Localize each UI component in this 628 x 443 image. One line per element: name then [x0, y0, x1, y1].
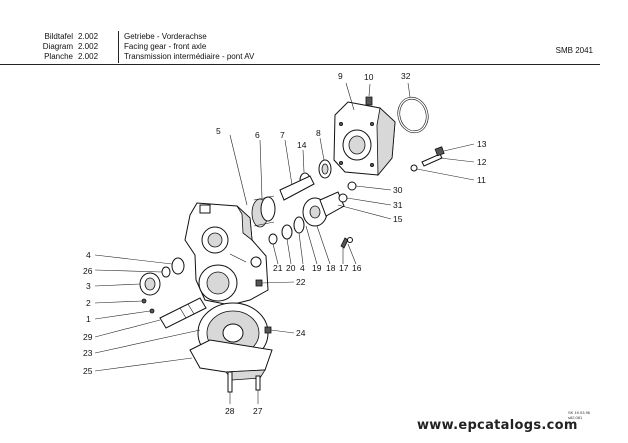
label-26: 26 — [83, 266, 93, 276]
header-code-3: 2.002 — [78, 52, 99, 61]
header-text-de: Getriebe - Vorderachse — [124, 32, 207, 41]
label-3: 3 — [86, 281, 91, 291]
screw-1 — [149, 308, 155, 314]
gasket-ring — [397, 96, 429, 134]
label-15: 15 — [393, 214, 403, 224]
leader-lines — [94, 82, 475, 404]
label-8: 8 — [316, 128, 321, 138]
label-31: 31 — [393, 200, 403, 210]
header-label-2: Diagram — [42, 42, 73, 51]
label-4-right: 4 — [300, 263, 305, 273]
label-13: 13 — [477, 139, 487, 149]
shaft-7 — [279, 175, 315, 201]
header-code-1: 2.002 — [78, 32, 99, 41]
label-24: 24 — [296, 328, 306, 338]
ring-26 — [161, 266, 171, 278]
gear-6 — [251, 195, 276, 228]
header-code-2: 2.002 — [78, 42, 99, 51]
label-11: 11 — [477, 175, 486, 185]
label-5: 5 — [216, 126, 221, 136]
note-date: SK 19.03.96 — [568, 410, 591, 415]
washer-17 — [347, 237, 353, 243]
header-text-en: Facing gear - front axle — [124, 42, 207, 51]
flange-18 — [302, 191, 345, 227]
screw-24 — [264, 326, 272, 334]
bearing-4-left — [171, 257, 185, 275]
label-17: 17 — [339, 263, 349, 273]
seal-30 — [347, 181, 357, 191]
screw-16 — [340, 237, 349, 249]
label-16: 16 — [352, 263, 362, 273]
label-22: 22 — [296, 277, 306, 287]
label-2: 2 — [86, 298, 91, 308]
label-25: 25 — [83, 366, 93, 376]
label-27: 27 — [253, 406, 263, 416]
header-label-1: Bildtafel — [44, 32, 73, 41]
screw-27 — [255, 375, 261, 391]
label-6: 6 — [255, 130, 260, 140]
label-29: 29 — [83, 332, 93, 342]
label-23: 23 — [83, 348, 93, 358]
header-rule — [0, 64, 600, 65]
ring-21 — [268, 233, 278, 245]
label-10: 10 — [364, 72, 374, 82]
screw-28 — [227, 371, 233, 393]
label-20: 20 — [286, 263, 296, 273]
drawing-notes: SK 19.03.96 s82.081 — [568, 410, 590, 420]
screw-22 — [255, 279, 263, 287]
label-28: 28 — [225, 406, 235, 416]
header-text-fr: Transmission intermédiaire - pont AV — [124, 52, 255, 61]
screw-2 — [141, 298, 147, 304]
vent-plug — [365, 96, 373, 106]
label-7: 7 — [280, 130, 285, 140]
bearing-20 — [281, 224, 293, 240]
label-1: 1 — [86, 314, 91, 324]
bolt-set-11-13 — [410, 146, 445, 172]
part-labels: 5 6 7 8 9 10 32 13 12 11 30 31 15 14 16 … — [83, 71, 487, 416]
label-32: 32 — [401, 71, 411, 81]
gearbox-housing — [184, 202, 269, 306]
label-30: 30 — [393, 185, 403, 195]
label-21: 21 — [273, 263, 283, 273]
model-code: SMB 2041 — [555, 46, 593, 55]
nut-31 — [338, 193, 348, 203]
label-12: 12 — [477, 157, 487, 167]
label-19: 19 — [312, 263, 322, 273]
label-14: 14 — [297, 140, 307, 150]
label-9: 9 — [338, 71, 343, 81]
header-label-3: Planche — [44, 52, 73, 61]
label-4-left: 4 — [86, 250, 91, 260]
gearbox-cover — [333, 101, 396, 177]
watermark: www.epcatalogs.com — [417, 418, 578, 433]
label-18: 18 — [326, 263, 336, 273]
bearing-4-upper — [293, 216, 305, 234]
header-divider — [118, 31, 119, 63]
note-ref: s82.081 — [568, 415, 583, 420]
